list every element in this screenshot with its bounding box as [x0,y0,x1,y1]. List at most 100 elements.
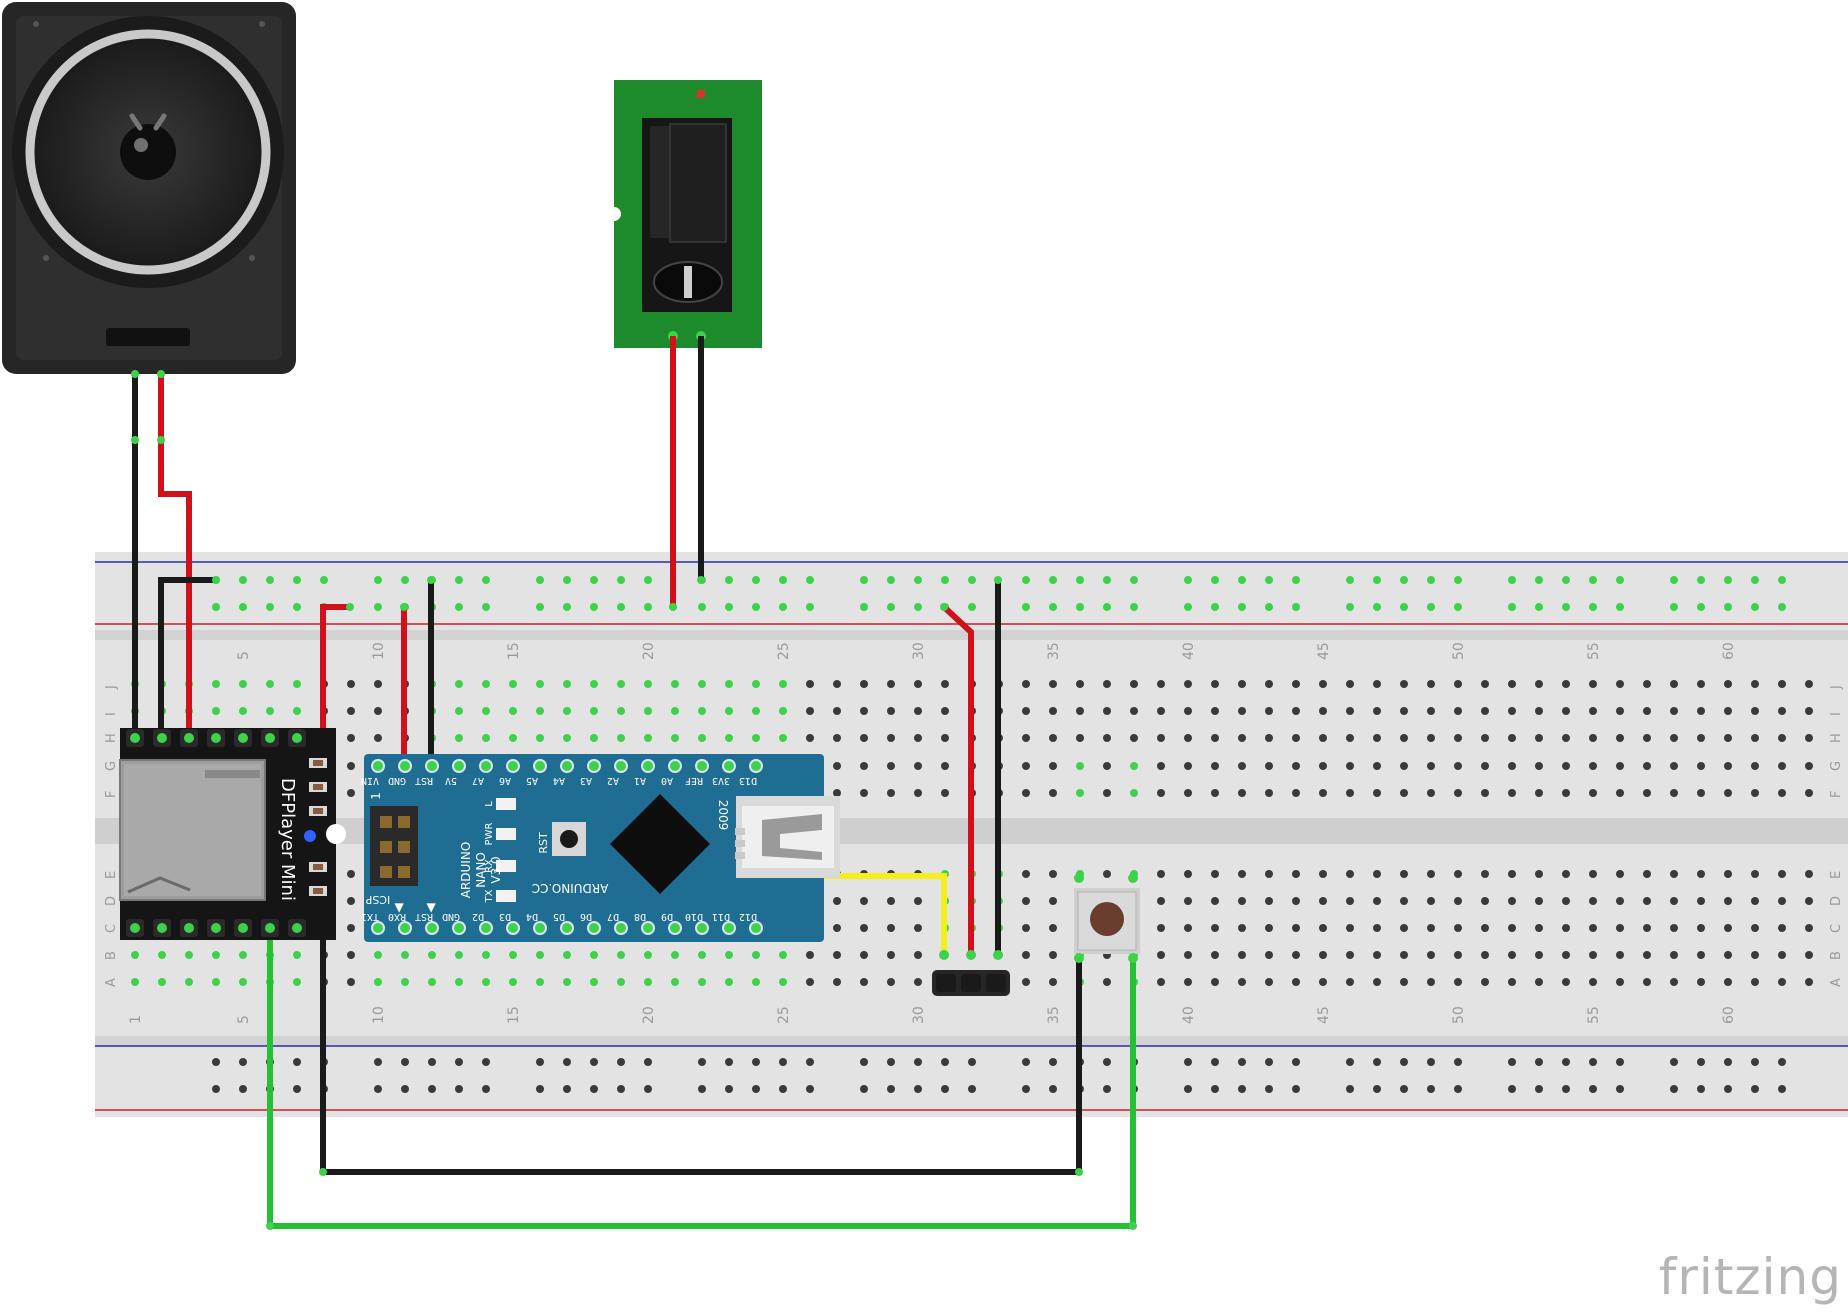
nano-pin-label-top: A3 [580,775,592,786]
dfplayer-smd-part-body [313,784,323,790]
breadboard-hole [1616,951,1624,959]
rail-hole [1265,1085,1273,1093]
rail-hole [1427,576,1435,584]
breadboard-hole [887,789,895,797]
breadboard-hole [833,789,841,797]
rail-hole [374,576,382,584]
breadboard-hole [212,680,220,688]
rail-hole [266,603,274,611]
dc-jack-mount-notch [607,207,621,221]
breadboard-hole [806,734,814,742]
breadboard-hole [671,680,679,688]
rail-hole [1049,1085,1057,1093]
speaker-slot [106,328,190,346]
breadboard-hole [860,924,868,932]
breadboard-hole [401,978,409,986]
rail-hole [1346,603,1354,611]
nano-rst-label: RST [537,832,550,854]
column-number-bottom: 25 [776,1006,792,1024]
breadboard-hole [266,680,274,688]
breadboard-hole [563,978,571,986]
nano-pin-bottom [454,923,464,933]
breadboard-hole [752,978,760,986]
rail-hole [428,1058,436,1066]
nano-pin-top [427,761,437,771]
breadboard-hole [1724,870,1732,878]
breadboard-hole [1643,680,1651,688]
breadboard-hole [1292,707,1300,715]
rail-hole [1292,1085,1300,1093]
breadboard-hole [914,762,922,770]
rail-hole [1130,603,1138,611]
nano-pin-label-bottom: D3 [499,911,511,922]
breadboard-hole [1535,951,1543,959]
column-number-bottom: 40 [1181,1006,1197,1024]
column-number-top: 20 [641,642,657,660]
rail-hole [617,1058,625,1066]
breadboard-hole [1103,789,1111,797]
breadboard-hole [1589,734,1597,742]
breadboard-hole [1400,734,1408,742]
breadboard-hole [1427,680,1435,688]
breadboard-hole [347,734,355,742]
breadboard-hole [1049,734,1057,742]
row-letter-left: A [104,978,119,987]
nano-pin-top [508,761,518,771]
rail-hole [1454,1058,1462,1066]
rail-hole [563,576,571,584]
breadboard-hole [1724,789,1732,797]
rail-hole [617,1085,625,1093]
breadboard-hole [1076,734,1084,742]
breadboard-hole [1562,789,1570,797]
breadboard-hole [1616,870,1624,878]
nano-pin-label-top: A2 [607,775,619,786]
rail-hole [806,1058,814,1066]
nano-led-label: L [484,801,495,807]
breadboard-hole [833,978,841,986]
breadboard-hole [509,978,517,986]
nano-reset-button-cap[interactable] [560,830,578,848]
pushbutton[interactable] [1074,873,1140,963]
breadboard-hole [1049,870,1057,878]
breadboard-hole [1157,978,1165,986]
row-letter-right: C [1829,924,1844,933]
rail-hole [752,1085,760,1093]
rail-hole [968,1085,976,1093]
breadboard-hole [779,978,787,986]
rail-hole [1211,1058,1219,1066]
breadboard-hole [1238,924,1246,932]
breadboard-hole [1670,870,1678,878]
breadboard-hole [1454,978,1462,986]
rail-hole [1589,603,1597,611]
dfplayer-sd-slot-face [124,764,261,896]
pushbutton-cap[interactable] [1090,902,1124,936]
breadboard-hole [1076,789,1084,797]
breadboard-hole [1319,789,1327,797]
breadboard-hole [887,734,895,742]
breadboard-hole [914,978,922,986]
breadboard-hole [1238,762,1246,770]
breadboard-hole [1211,870,1219,878]
rail-hole [806,603,814,611]
row-letter-left: J [104,685,119,690]
rail-hole [1508,576,1516,584]
pushbutton-pin [1128,873,1138,883]
breadboard-hole [509,680,517,688]
rail-hole [1724,576,1732,584]
rail-hole [590,576,598,584]
dfplayer-label: DFPlayer Mini [277,778,298,901]
column-number-bottom: 30 [911,1006,927,1024]
breadboard-hole [1643,924,1651,932]
rail-hole [1535,603,1543,611]
rail-hole [1751,603,1759,611]
column-number-top: 50 [1451,642,1467,660]
wire-joint [157,436,165,444]
breadboard-hole [1481,924,1489,932]
nano-pin-bottom [400,923,410,933]
breadboard-hole [1616,762,1624,770]
breadboard-hole [617,951,625,959]
column-number-top: 45 [1316,642,1332,660]
breadboard-hole [1751,707,1759,715]
breadboard-hole [1481,951,1489,959]
row-letter-right: H [1829,733,1844,743]
